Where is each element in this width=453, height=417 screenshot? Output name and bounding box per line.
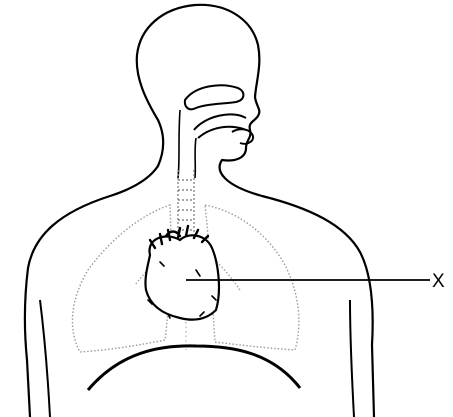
heart-body xyxy=(145,235,219,319)
pharynx xyxy=(178,110,196,178)
left-arm-line xyxy=(40,300,50,417)
body-outline xyxy=(25,5,374,417)
right-arm-line xyxy=(350,300,354,417)
oral-cavity xyxy=(194,114,253,143)
diaphragm xyxy=(88,346,300,390)
nasal-cavity xyxy=(185,85,244,109)
heart xyxy=(145,226,219,320)
label-x: X xyxy=(432,271,445,292)
